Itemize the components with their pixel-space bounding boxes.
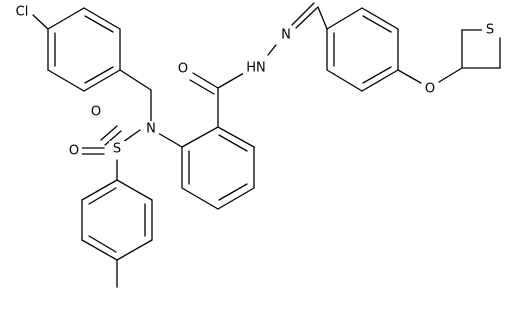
bond — [438, 67, 463, 83]
atom-s-sulfonyl: S — [109, 141, 125, 157]
atom-label-s-sulfonyl: S — [113, 142, 121, 157]
bond — [291, 2, 315, 26]
bond — [362, 15, 392, 33]
atom-label-cl: Cl — [16, 5, 29, 20]
bond — [32, 14, 49, 30]
bond-lines — [32, 2, 501, 288]
bond — [362, 66, 392, 84]
bond — [218, 183, 248, 201]
atom-s-thietane: S — [482, 22, 498, 38]
bond — [100, 125, 118, 141]
bond — [104, 130, 122, 146]
atom-label-n-amide: N — [146, 122, 156, 137]
atom-labels: Cl S O O N O HN N — [10, 4, 498, 159]
atom-label-o-carbonyl: O — [178, 62, 188, 77]
bond — [361, 69, 399, 92]
bond — [189, 79, 215, 95]
atom-label-n-imine: N — [281, 28, 291, 43]
atom-n-imine: N — [278, 27, 294, 43]
bond — [218, 134, 248, 152]
bond — [88, 187, 117, 205]
bond — [83, 69, 121, 92]
bond — [122, 129, 141, 143]
atom-o-sulfonyl-top: O — [88, 104, 104, 120]
bond — [181, 126, 219, 148]
bond — [84, 15, 114, 33]
bond — [81, 239, 118, 261]
bond — [192, 72, 219, 89]
bond — [119, 69, 152, 91]
bond — [217, 126, 255, 148]
bond — [397, 69, 422, 84]
atom-label-o-sulfonyl-top: O — [91, 105, 101, 120]
bond — [317, 6, 328, 30]
atom-label-o-ether: O — [425, 82, 435, 97]
bond — [326, 69, 363, 92]
bond — [47, 7, 85, 30]
atom-label-nh-hydrazide: HN — [246, 61, 266, 76]
bond — [83, 7, 121, 30]
atom-nh-hydrazide: HN — [243, 60, 269, 76]
bond — [47, 69, 85, 92]
bond — [81, 179, 118, 201]
atom-o-carbonyl: O — [175, 61, 191, 77]
atom-label-s-thietane: S — [486, 23, 494, 38]
atom-o-ether: O — [422, 81, 438, 97]
bond — [267, 44, 277, 56]
bond — [326, 7, 363, 30]
bond — [84, 66, 114, 84]
bond — [116, 239, 153, 261]
atom-o-sulfonyl-left: O — [66, 143, 82, 159]
bond — [295, 6, 319, 29]
atom-label-o-sulfonyl-left: O — [69, 144, 79, 159]
bond — [88, 235, 117, 253]
bond — [181, 187, 219, 210]
atom-n-amide: N — [143, 121, 159, 137]
bond — [157, 132, 183, 148]
bond — [116, 179, 153, 201]
bond — [361, 7, 399, 30]
bond — [217, 187, 255, 210]
atom-cl: Cl — [10, 4, 32, 20]
bond — [217, 72, 245, 89]
